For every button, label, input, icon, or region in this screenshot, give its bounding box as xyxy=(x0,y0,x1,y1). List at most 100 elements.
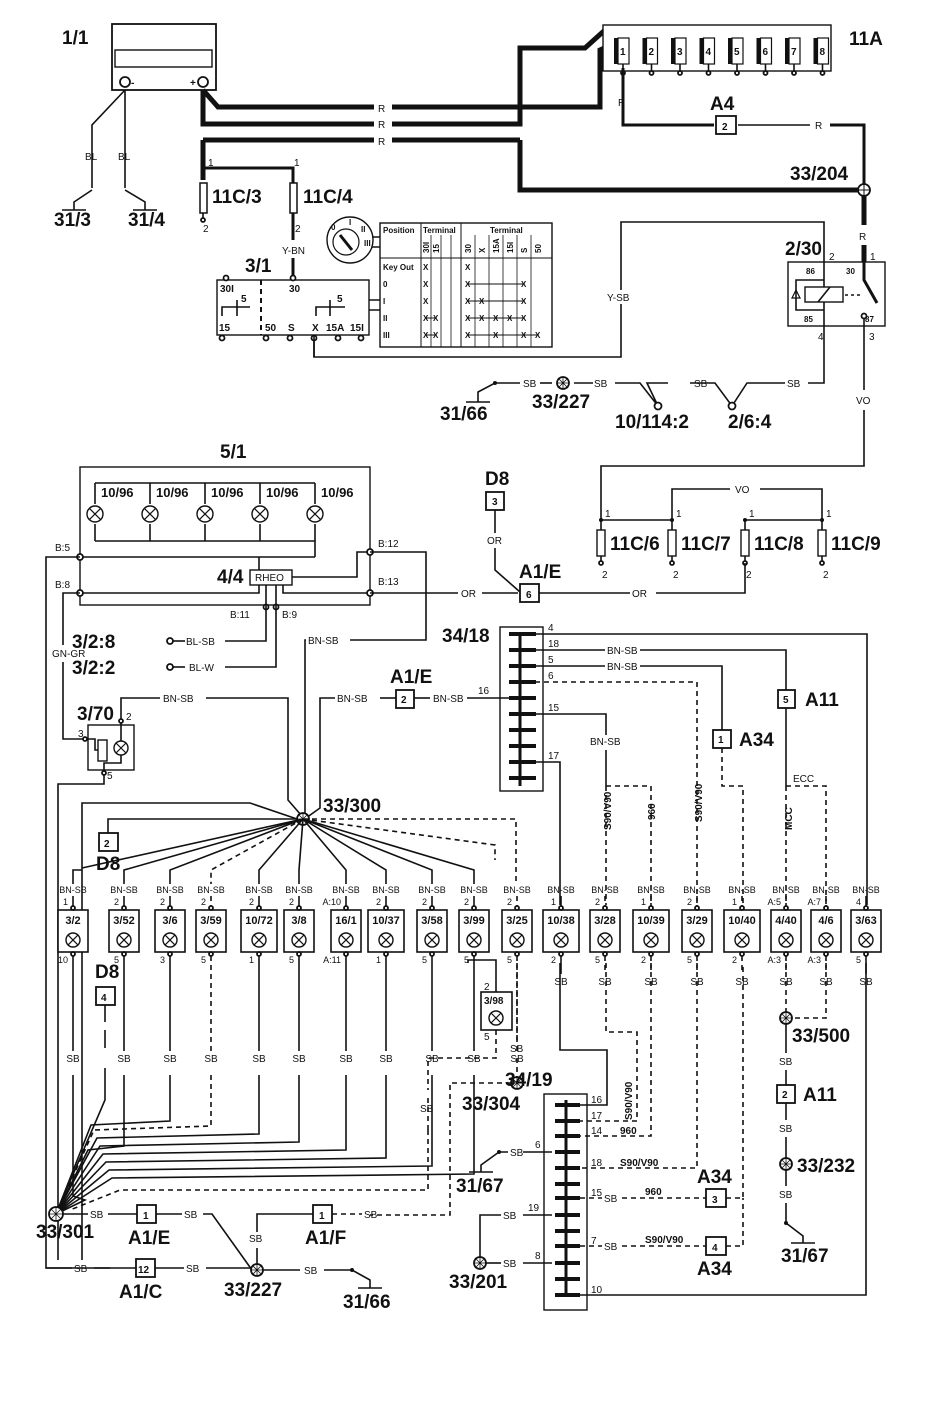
wire-color-label: OR xyxy=(461,589,476,600)
connector-ref-label: 3/2:8 xyxy=(72,632,115,653)
bulb-pin: 1 xyxy=(641,897,646,907)
variant-label: 960 xyxy=(620,1126,637,1137)
connector-pin-number: 17 xyxy=(548,751,560,762)
table-cell-mark: X xyxy=(535,331,541,340)
fuse-slot-number: 8 xyxy=(820,47,826,58)
wire-color-label: SB xyxy=(503,1211,517,1222)
rheostat-label: RHEO xyxy=(255,573,284,584)
table-subheader: X xyxy=(478,247,487,253)
fuse-icon xyxy=(199,182,208,214)
splice-label: 33/232 xyxy=(797,1156,855,1177)
bulb-pin: 1 xyxy=(63,897,68,907)
switch-terminal: 15I xyxy=(350,323,364,334)
connector-label: A1/E xyxy=(390,667,432,688)
bulb-label: 3/8 xyxy=(291,915,306,927)
relay-pin: 2 xyxy=(829,252,835,263)
bulb-label: 3/2 xyxy=(65,915,80,927)
fuse-label: 11C/7 xyxy=(681,534,731,555)
ground-symbol-icon xyxy=(124,189,157,211)
variant-label: 960 xyxy=(645,1187,662,1198)
battery-label: 1/1 xyxy=(62,28,89,49)
bulb-pin: 1 xyxy=(249,955,254,965)
wire-color-label: BN-SB xyxy=(852,885,880,895)
connector-pin-number: 5 xyxy=(548,655,554,666)
wire-color-label: BN-SB xyxy=(372,885,400,895)
wire-color-label: SB xyxy=(379,1054,393,1065)
ground-label: 31/4 xyxy=(128,210,165,231)
bulb-label: 4/40 xyxy=(775,915,796,927)
wire-color-label: SB xyxy=(510,1044,524,1055)
table-subheader: 15I xyxy=(506,242,515,253)
connector-pin-number: 4 xyxy=(712,1243,718,1254)
connector-pin xyxy=(555,1229,580,1233)
wire-color-label: SB xyxy=(420,1104,434,1115)
splice-label: 33/301 xyxy=(36,1222,95,1243)
fuse-slot-number: 6 xyxy=(763,47,769,58)
connector-pin-number: 15 xyxy=(591,1188,603,1199)
bulb-pin: 2 xyxy=(201,897,206,907)
connector-label: A1/F xyxy=(305,1228,346,1249)
connector-ref-label: 3/2:2 xyxy=(72,658,115,679)
relay-2-30: 2/30 2 1 86 30 85 87 4 3 xyxy=(785,239,886,343)
bulb-pin: 5 xyxy=(422,955,427,965)
wire-color-label: SB xyxy=(779,1190,793,1201)
wire-color-label: BN-SB xyxy=(337,694,368,705)
connector-pin-number: 10 xyxy=(591,1285,603,1296)
splice-label: 33/304 xyxy=(462,1094,521,1115)
diode-icon xyxy=(791,288,801,299)
switch-terminal: S xyxy=(288,323,295,334)
bulb-pin: A:11 xyxy=(323,955,341,965)
bulb-pin: 4 xyxy=(856,897,861,907)
table-subheader: 15 xyxy=(432,244,441,253)
bulb-pin: 2 xyxy=(641,955,646,965)
fuse-pin: 2 xyxy=(203,224,209,235)
fuse-pin: 1 xyxy=(208,158,214,169)
table-cell-mark: X xyxy=(521,280,527,289)
connector-34-19-label: 34/19 xyxy=(505,1070,553,1091)
bulb-label: 3/63 xyxy=(855,915,876,927)
connector-pin xyxy=(555,1213,580,1217)
wire-color-label: BN-SB xyxy=(772,885,800,895)
splice-label: 33/201 xyxy=(449,1272,508,1293)
svg-text:-: - xyxy=(131,78,134,89)
wire-color-label: SB xyxy=(594,379,608,390)
bulb-label: 10/39 xyxy=(637,915,665,927)
fuse-slot-number: 3 xyxy=(677,47,683,58)
fuse-label: 11C/3 xyxy=(212,187,262,208)
variant-label: S90/V90 xyxy=(620,1158,659,1169)
connector-pin-number: 19 xyxy=(528,1203,540,1214)
connector-pin xyxy=(509,744,536,748)
bulb-pin: 2 xyxy=(507,897,512,907)
fuse-pin: 1 xyxy=(749,509,755,520)
connector-a1e-pin xyxy=(395,689,415,709)
bulb-pin: A:3 xyxy=(807,955,821,965)
table-cell-mark: X xyxy=(433,331,439,340)
connector-pin-number: 2 xyxy=(782,1090,788,1101)
connector-pin-number: 6 xyxy=(535,1140,541,1151)
connector-pin xyxy=(555,1182,580,1186)
wire-color-label: OR xyxy=(487,536,502,547)
connector-pin-number: 8 xyxy=(535,1251,541,1262)
wire-color-label: SB xyxy=(604,1242,618,1253)
relay-terminal: 86 xyxy=(806,267,815,276)
table-cell-mark: X xyxy=(521,314,527,323)
bulb-3-98: 3/98 2 5 xyxy=(480,982,513,1043)
table-subheader: 30I xyxy=(422,242,431,253)
bulb-label: 3/25 xyxy=(506,915,527,927)
connector-pin xyxy=(509,680,536,684)
wire-color-label: SB xyxy=(66,1054,80,1065)
fuse-slot-number: 5 xyxy=(734,47,740,58)
lamp-label: 10/96 xyxy=(101,485,134,500)
connector-pin-number: 17 xyxy=(591,1111,603,1122)
fuse-pin: 2 xyxy=(823,570,829,581)
lamp-label: 10/96 xyxy=(266,485,299,500)
connector-pin xyxy=(555,1277,580,1281)
wire-color-label: Y-BN xyxy=(282,246,305,257)
connector-label: A11 xyxy=(805,690,839,711)
wire-color-label: R xyxy=(378,104,385,115)
